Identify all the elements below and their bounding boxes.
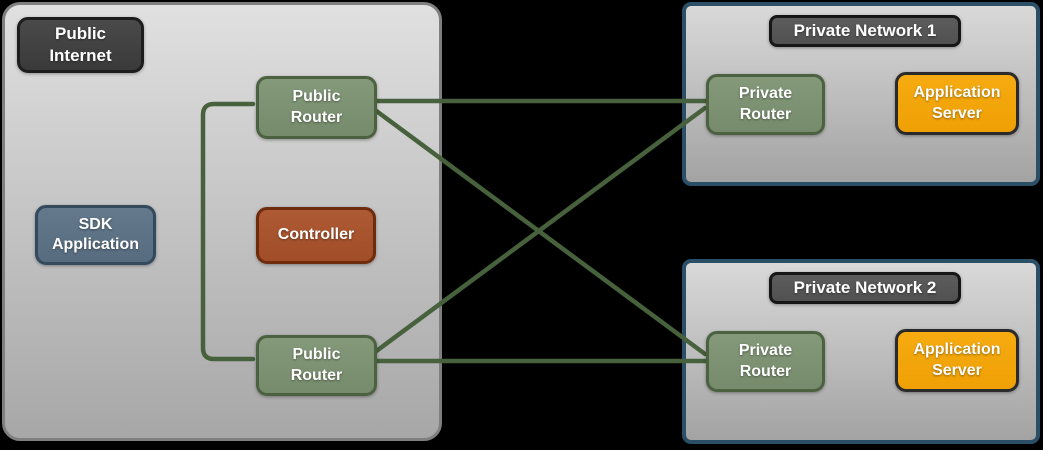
public-internet-label: Public Internet (17, 17, 144, 73)
public-internet-zone: Public Internet SDK Application Controll… (2, 2, 442, 441)
private-router-2-node: Private Router (706, 331, 825, 392)
private-network-1-label: Private Network 1 (769, 15, 961, 47)
application-server-1-node: Application Server (895, 72, 1019, 135)
private-network-2-label: Private Network 2 (769, 272, 961, 304)
private-router-1-node: Private Router (706, 74, 825, 135)
private-network-2-zone: Private Network 2 Private Router Applica… (682, 259, 1040, 444)
private-network-1-zone: Private Network 1 Private Router Applica… (682, 2, 1040, 186)
public-router-top-node: Public Router (256, 76, 377, 139)
controller-node: Controller (256, 207, 376, 264)
sdk-application-node: SDK Application (35, 205, 156, 265)
application-server-2-node: Application Server (895, 329, 1019, 392)
public-router-bottom-node: Public Router (256, 335, 377, 396)
